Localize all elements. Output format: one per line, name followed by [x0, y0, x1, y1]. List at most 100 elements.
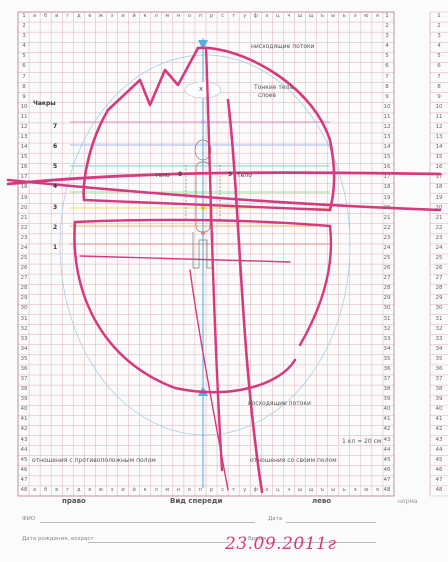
column-letter: ч	[283, 488, 294, 493]
column-letter: к	[140, 14, 151, 19]
row-number: 28	[432, 286, 446, 292]
chakra-number: 5	[53, 164, 57, 170]
column-letter: ч	[283, 14, 294, 19]
row-number: 22	[432, 226, 446, 232]
row-number: 31	[17, 317, 31, 323]
row-number: 39	[432, 397, 446, 403]
row-number: 42	[17, 427, 31, 433]
row-number: 7	[17, 75, 31, 81]
column-letter: ю	[361, 488, 372, 493]
row-number: 28	[17, 286, 31, 292]
norm-label: норма	[398, 499, 418, 505]
column-letter: э	[350, 14, 361, 19]
column-letter: ж	[95, 14, 106, 19]
row-number: 33	[432, 337, 446, 343]
row-number: 18	[432, 185, 446, 191]
column-letter: щ	[306, 488, 317, 493]
date-field[interactable]	[286, 522, 376, 523]
column-letter: з	[107, 14, 118, 19]
row-number: 1	[432, 14, 446, 20]
row-number: 44	[380, 448, 394, 454]
row-number: 29	[17, 296, 31, 302]
chakra-number: 2	[53, 225, 57, 231]
column-letter: ы	[328, 14, 339, 19]
column-letter: з	[107, 488, 118, 493]
body-right-label: Тело	[237, 172, 252, 179]
row-number: 32	[432, 327, 446, 333]
fio-label: ФИО	[22, 516, 35, 522]
column-letter: у	[239, 488, 250, 493]
row-number: 34	[432, 347, 446, 353]
column-letter: ш	[295, 14, 306, 19]
column-letter: ъ	[317, 488, 328, 493]
row-number: 35	[432, 357, 446, 363]
column-letter: н	[173, 488, 184, 493]
row-number: 46	[432, 468, 446, 474]
row-number: 43	[380, 438, 394, 444]
column-letter: д	[73, 488, 84, 493]
row-number: 42	[380, 427, 394, 433]
row-number: 27	[380, 276, 394, 282]
row-number: 35	[380, 357, 394, 363]
column-letter: у	[239, 14, 250, 19]
row-number: 12	[380, 125, 394, 131]
column-letter: и	[118, 488, 129, 493]
row-number: 2	[380, 24, 394, 30]
row-number: 7	[380, 75, 394, 81]
row-number: 36	[380, 367, 394, 373]
row-number: 10	[17, 105, 31, 111]
row-number: 25	[17, 256, 31, 262]
row-number: 26	[380, 266, 394, 272]
row-number: 8	[380, 85, 394, 91]
column-letter: х	[261, 14, 272, 19]
row-number: 24	[380, 246, 394, 252]
column-letter: м	[162, 14, 173, 19]
row-number: 7	[432, 75, 446, 81]
row-number: 40	[432, 407, 446, 413]
column-letter: б	[40, 14, 51, 19]
chakra-number: 3	[53, 205, 57, 211]
row-number: 31	[380, 317, 394, 323]
column-letter: ц	[272, 488, 283, 493]
row-number: 15	[17, 155, 31, 161]
row-number: 38	[380, 387, 394, 393]
layers-label: слоев	[258, 93, 276, 99]
row-number: 6	[432, 64, 446, 70]
column-letter: с	[217, 14, 228, 19]
row-number: 48	[432, 488, 446, 494]
column-letter: е	[84, 14, 95, 19]
row-number: 11	[17, 115, 31, 121]
row-number: 16	[17, 165, 31, 171]
column-letter: о	[184, 14, 195, 19]
row-number: 11	[432, 115, 446, 121]
row-number: 44	[432, 448, 446, 454]
column-letter: р	[206, 488, 217, 493]
relation-opposite-label: отношения с противоположным полом	[32, 458, 156, 464]
chakra-dot	[201, 231, 205, 235]
row-number: 47	[432, 478, 446, 484]
row-number: 45	[17, 458, 31, 464]
birth-field[interactable]	[88, 542, 230, 543]
row-number: 34	[380, 347, 394, 353]
row-number: 46	[380, 468, 394, 474]
column-letter: т	[228, 488, 239, 493]
row-number: 1	[380, 14, 394, 20]
fio-field[interactable]	[40, 522, 255, 523]
row-number: 4	[380, 44, 394, 50]
row-number: 41	[17, 417, 31, 423]
row-number: 27	[432, 276, 446, 282]
row-number: 37	[380, 377, 394, 383]
column-letter: ь	[339, 14, 350, 19]
column-letter: б	[40, 488, 51, 493]
column-letter: т	[228, 14, 239, 19]
row-number: 24	[432, 246, 446, 252]
row-number: 11	[380, 115, 394, 121]
row-number: 40	[380, 407, 394, 413]
row-number: 10	[432, 105, 446, 111]
row-number: 32	[380, 327, 394, 333]
row-number: 45	[432, 458, 446, 464]
row-number: 29	[432, 296, 446, 302]
row-number: 30	[380, 306, 394, 312]
row-number: 21	[17, 216, 31, 222]
row-number: 23	[432, 236, 446, 242]
